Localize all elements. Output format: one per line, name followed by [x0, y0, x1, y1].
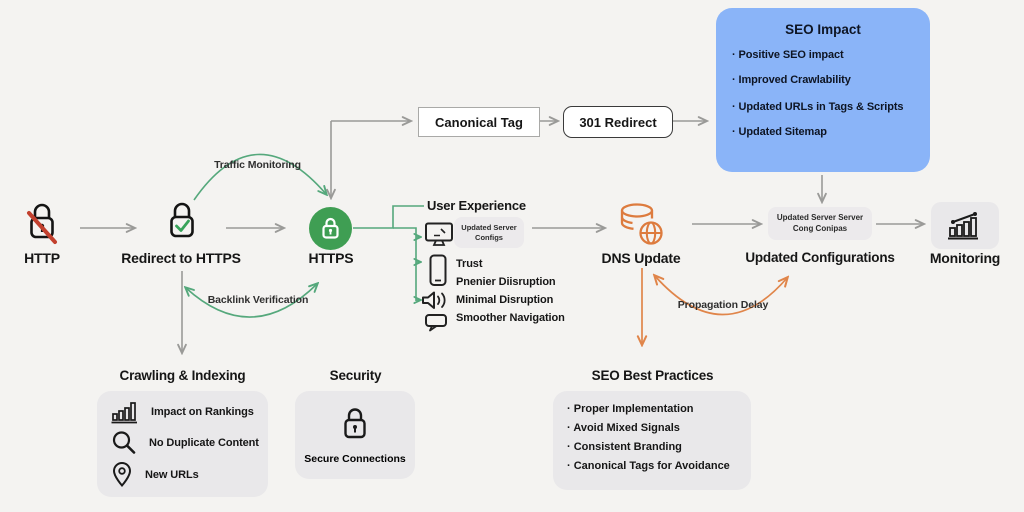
best-practice-item: Avoid Mixed Signals — [567, 422, 751, 434]
crawling-indexing-title: Crawling & Indexing — [119, 368, 246, 383]
https-badge — [309, 207, 352, 250]
ux-item-smoother-navigation: Smoother Navigation — [456, 312, 565, 324]
redirect-lock-check-icon — [170, 202, 194, 238]
seo-impact-item: Updated Sitemap — [732, 126, 930, 138]
seo-best-practices-title: SEO Best Practices — [591, 368, 714, 383]
dns-database-globe-icon — [620, 203, 663, 245]
http-label: HTTP — [24, 250, 60, 266]
seo-impact-item: Positive SEO impact — [732, 49, 930, 61]
location-pin-icon — [112, 461, 132, 488]
security-title: Security — [329, 368, 382, 383]
https-label: HTTPS — [308, 250, 354, 266]
seo-best-practices-card: Proper Implementation Avoid Mixed Signal… — [553, 391, 751, 490]
crawling-indexing-card: Impact on Rankings No Duplicate Content … — [97, 391, 268, 497]
seo-impact-item: Updated URLs in Tags & Scripts — [732, 101, 930, 113]
crawling-item-label: Impact on Rankings — [151, 406, 254, 418]
arc-propagation-delay — [655, 276, 787, 316]
security-item-label: Secure Connections — [304, 453, 406, 465]
best-practice-item: Canonical Tags for Avoidance — [567, 460, 751, 472]
arc-backlink-verification — [186, 284, 317, 318]
user-experience-title: User Experience — [427, 198, 526, 213]
crawling-row-duplicate: No Duplicate Content — [111, 430, 268, 455]
chat-bubble-icon — [425, 314, 447, 332]
updated-configs-pill-line1: Updated Server Server — [776, 213, 864, 223]
ux-list-spine — [393, 227, 417, 301]
best-practice-item: Proper Implementation — [567, 403, 751, 415]
ux-item-trust: Trust — [456, 258, 483, 270]
monitoring-card — [931, 202, 999, 249]
updated-configs-pill-line2: Cong Conipas — [792, 223, 848, 233]
monitoring-chart-icon — [948, 211, 978, 239]
crawling-row-new-urls: New URLs — [111, 461, 268, 488]
security-card: Secure Connections — [295, 391, 415, 479]
updated-configurations-label: Updated Configurations — [745, 250, 895, 265]
redirect-https-label: Redirect to HTTPS — [121, 250, 241, 266]
crawling-item-label: New URLs — [145, 468, 199, 481]
ux-pill-line1: Updated Server — [461, 222, 517, 232]
phone-icon — [429, 254, 447, 286]
canonical-tag-box: Canonical Tag — [418, 107, 540, 137]
301-redirect-box: 301 Redirect — [563, 106, 673, 138]
https-lock-icon — [322, 217, 339, 239]
ux-updated-server-configs-pill: Updated Server Configs — [454, 217, 524, 248]
http-lock-icon — [27, 203, 57, 244]
updated-configs-pill: Updated Server Server Cong Conipas — [768, 207, 872, 240]
monitor-icon — [425, 222, 453, 246]
best-practice-item: Consistent Branding — [567, 441, 751, 453]
ux-item-disruption1: Pnenier Diisruption — [456, 276, 556, 288]
traffic-monitoring-label: Traffic Monitoring — [214, 159, 301, 171]
seo-impact-panel: SEO Impact Positive SEO impact Improved … — [716, 8, 930, 172]
crawling-row-rankings: Impact on Rankings — [111, 400, 268, 424]
monitoring-label: Monitoring — [929, 250, 1001, 266]
arc-traffic-monitoring — [193, 153, 326, 201]
security-lock-icon — [344, 408, 366, 439]
elbow-https-to-ux — [353, 205, 424, 229]
crawling-item-label: No Duplicate Content — [149, 436, 259, 449]
speaker-icon — [422, 291, 446, 309]
ux-pill-line2: Configs — [475, 232, 503, 242]
magnifier-icon — [112, 431, 136, 454]
ux-item-minimal-disruption: Minimal Disruption — [456, 294, 554, 306]
seo-impact-item: Improved Crawlability — [732, 74, 930, 86]
bar-chart-icon — [111, 402, 137, 424]
propagation-delay-label: Propagation Delay — [677, 299, 769, 311]
seo-impact-title: SEO Impact — [785, 22, 861, 37]
backlink-verification-label: Backlink Verification — [207, 294, 309, 306]
dns-update-label: DNS Update — [601, 250, 681, 266]
